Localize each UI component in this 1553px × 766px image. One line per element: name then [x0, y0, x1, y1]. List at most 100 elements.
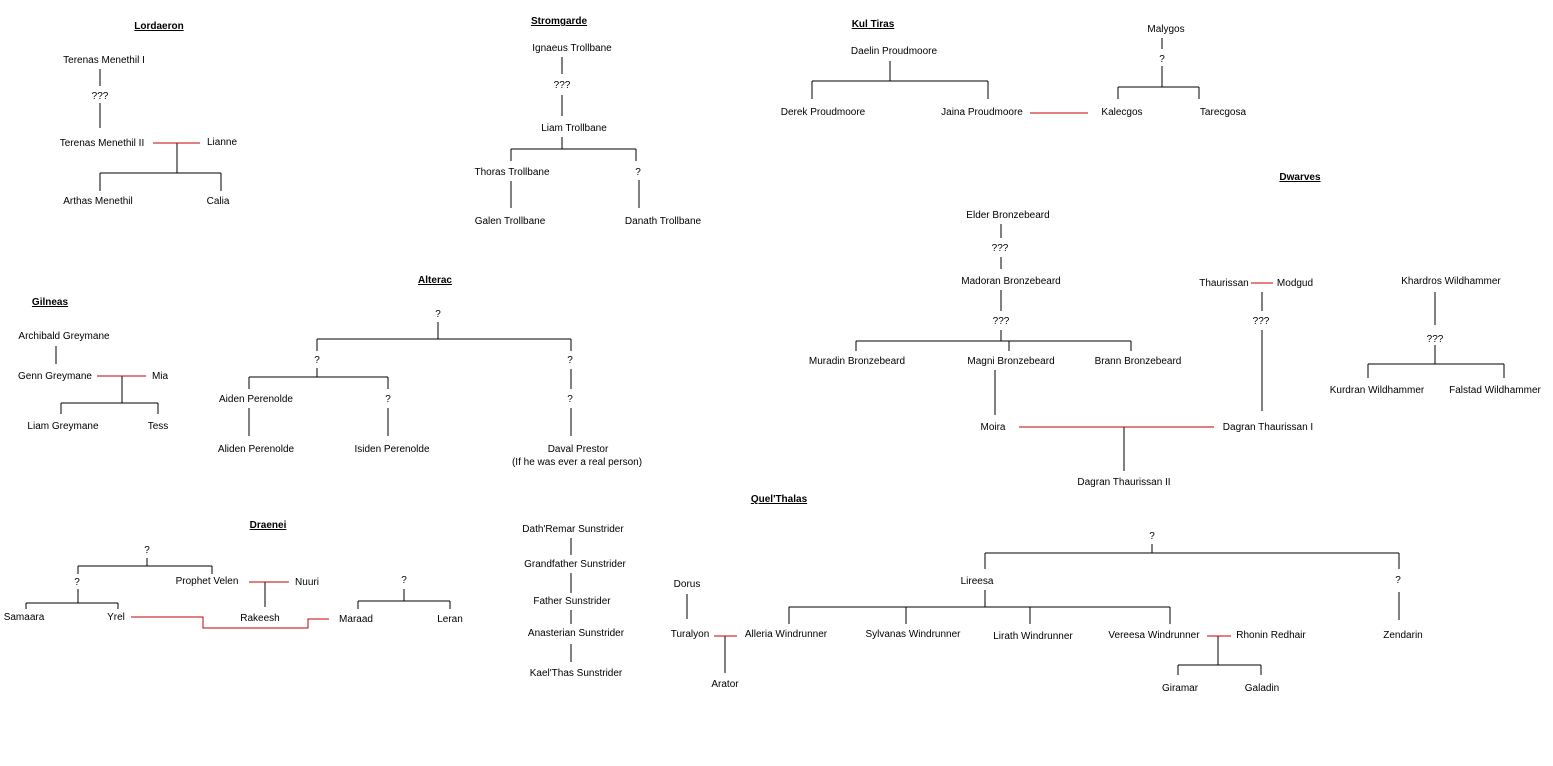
person-vereesa-windrunner: Vereesa Windrunner: [1108, 630, 1200, 641]
gap-bronzebeard: ???: [992, 243, 1009, 254]
person-daelin-proudmoore: Daelin Proudmoore: [851, 46, 938, 57]
person-kurdran-wildhammer: Kurdran Wildhammer: [1330, 385, 1425, 396]
unknown-windrunner-right: ?: [1395, 575, 1401, 586]
person-moira: Moira: [980, 422, 1005, 433]
gilneas-children-bracket: [60, 376, 159, 414]
person-aliden-perenolde: Aliden Perenolde: [218, 444, 295, 455]
person-falstad-wildhammer: Falstad Wildhammer: [1449, 385, 1541, 396]
title-quel-thalas: Quel'Thalas: [751, 494, 808, 505]
gap-lordaeron: ???: [92, 91, 109, 102]
person-aiden-perenolde: Aiden Perenolde: [219, 394, 293, 405]
person-magni-bronzebeard: Magni Bronzebeard: [967, 356, 1054, 367]
windrunner-root-bracket: [984, 544, 1400, 569]
vereesa-children-bracket: [1177, 636, 1262, 675]
descent-lines: [25, 38, 1505, 675]
unknown-alterac-mid: ?: [385, 394, 391, 405]
person-father-sunstrider: Father Sunstrider: [533, 596, 611, 607]
gap-malygos: ?: [1159, 54, 1165, 65]
person-genn-greymane: Genn Greymane: [18, 371, 92, 382]
title-kul-tiras: Kul Tiras: [852, 19, 895, 30]
alterac-left-bracket: [248, 368, 389, 389]
person-leran: Leran: [437, 614, 463, 625]
person-dorus: Dorus: [674, 579, 701, 590]
person-dagran-thaurissan-i: Dagran Thaurissan I: [1223, 422, 1313, 433]
person-lireesa: Lireesa: [961, 576, 994, 587]
title-lordaeron: Lordaeron: [134, 21, 183, 32]
person-ignaeus-trollbane: Ignaeus Trollbane: [532, 43, 612, 54]
draenei-left-bracket: [25, 589, 119, 609]
person-lirath-windrunner: Lirath Windrunner: [993, 631, 1073, 642]
unknown-alterac-right-2: ?: [567, 394, 573, 405]
title-gilneas: Gilneas: [32, 297, 69, 308]
unknown-alterac-root: ?: [435, 309, 441, 320]
person-daval-prestor-note: (If he was ever a real person): [512, 457, 642, 468]
gap-stromgarde: ???: [554, 80, 571, 91]
marriage-lines: [97, 112, 1273, 637]
person-anasterian-sunstrider: Anasterian Sunstrider: [528, 628, 625, 639]
person-prophet-velen: Prophet Velen: [176, 576, 239, 587]
person-labels: Terenas Menethil I ??? Terenas Menethil …: [4, 24, 1542, 694]
person-modgud: Modgud: [1277, 278, 1313, 289]
person-thaurissan: Thaurissan: [1199, 278, 1248, 289]
title-stromgarde: Stromgarde: [531, 16, 588, 27]
person-khardros-wildhammer: Khardros Wildhammer: [1401, 276, 1501, 287]
person-elder-bronzebeard: Elder Bronzebeard: [966, 210, 1049, 221]
person-liam-trollbane: Liam Trollbane: [541, 123, 607, 134]
gap-wildhammer: ???: [1427, 334, 1444, 345]
draenei-root-bracket: [77, 558, 213, 574]
person-zendarin: Zendarin: [1383, 630, 1422, 641]
person-calia: Calia: [207, 196, 230, 207]
person-mia: Mia: [152, 371, 169, 382]
person-arthas-menethil: Arthas Menethil: [63, 196, 132, 207]
unknown-windrunner-root: ?: [1149, 531, 1155, 542]
person-malygos: Malygos: [1147, 24, 1184, 35]
person-giramar: Giramar: [1162, 683, 1199, 694]
unknown-alterac-right: ?: [567, 355, 573, 366]
person-terenas-menethil-i: Terenas Menethil I: [63, 55, 145, 66]
person-jaina-proudmoore: Jaina Proudmoore: [941, 107, 1023, 118]
person-lianne: Lianne: [207, 137, 237, 148]
stromgarde-children-bracket: [510, 137, 637, 161]
gap-thaurissan: ???: [1253, 316, 1270, 327]
person-danath-trollbane: Danath Trollbane: [625, 216, 702, 227]
person-galen-trollbane: Galen Trollbane: [475, 216, 546, 227]
person-nuuri: Nuuri: [295, 577, 319, 588]
lordaeron-children-bracket: [99, 143, 222, 191]
maraad-bracket: [357, 589, 451, 609]
person-kalecgos: Kalecgos: [1101, 107, 1142, 118]
person-arator: Arator: [711, 679, 739, 690]
person-rakeesh: Rakeesh: [240, 613, 279, 624]
yrel-maraad-marriage: [131, 616, 329, 629]
person-brann-bronzebeard: Brann Bronzebeard: [1095, 356, 1182, 367]
person-alleria-windrunner: Alleria Windrunner: [745, 629, 828, 640]
person-turalyon: Turalyon: [671, 629, 710, 640]
person-tarecgosa: Tarecgosa: [1200, 107, 1247, 118]
person-terenas-menethil-ii: Terenas Menethil II: [60, 138, 145, 149]
unknown-draenei-root: ?: [144, 545, 150, 556]
person-archibald-greymane: Archibald Greymane: [18, 331, 110, 342]
person-muradin-bronzebeard: Muradin Bronzebeard: [809, 356, 905, 367]
person-rhonin-redhair: Rhonin Redhair: [1236, 630, 1306, 641]
person-madoran-bronzebeard: Madoran Bronzebeard: [961, 276, 1061, 287]
wildhammer-bracket: [1367, 345, 1505, 378]
gap-madoran: ???: [993, 316, 1010, 327]
unknown-stromgarde: ?: [635, 167, 641, 178]
person-grandfather-sunstrider: Grandfather Sunstrider: [524, 559, 626, 570]
alterac-root-bracket: [316, 322, 572, 351]
person-liam-greymane: Liam Greymane: [27, 421, 99, 432]
person-maraad: Maraad: [339, 614, 373, 625]
person-samaara: Samaara: [4, 612, 45, 623]
person-dagran-thaurissan-ii: Dagran Thaurissan II: [1077, 477, 1170, 488]
title-alterac: Alterac: [418, 275, 452, 286]
bronzebeard-children-bracket: [855, 330, 1132, 351]
person-derek-proudmoore: Derek Proudmoore: [781, 107, 866, 118]
person-galadin: Galadin: [1245, 683, 1279, 694]
unknown-alterac-left: ?: [314, 355, 320, 366]
person-daval-prestor: Daval Prestor: [548, 444, 609, 455]
title-draenei: Draenei: [250, 520, 287, 531]
person-thoras-trollbane: Thoras Trollbane: [474, 167, 549, 178]
malygos-bracket: [1117, 66, 1200, 99]
person-dathremar-sunstrider: Dath'Remar Sunstrider: [522, 524, 624, 535]
kul-tiras-bracket: [811, 61, 989, 99]
